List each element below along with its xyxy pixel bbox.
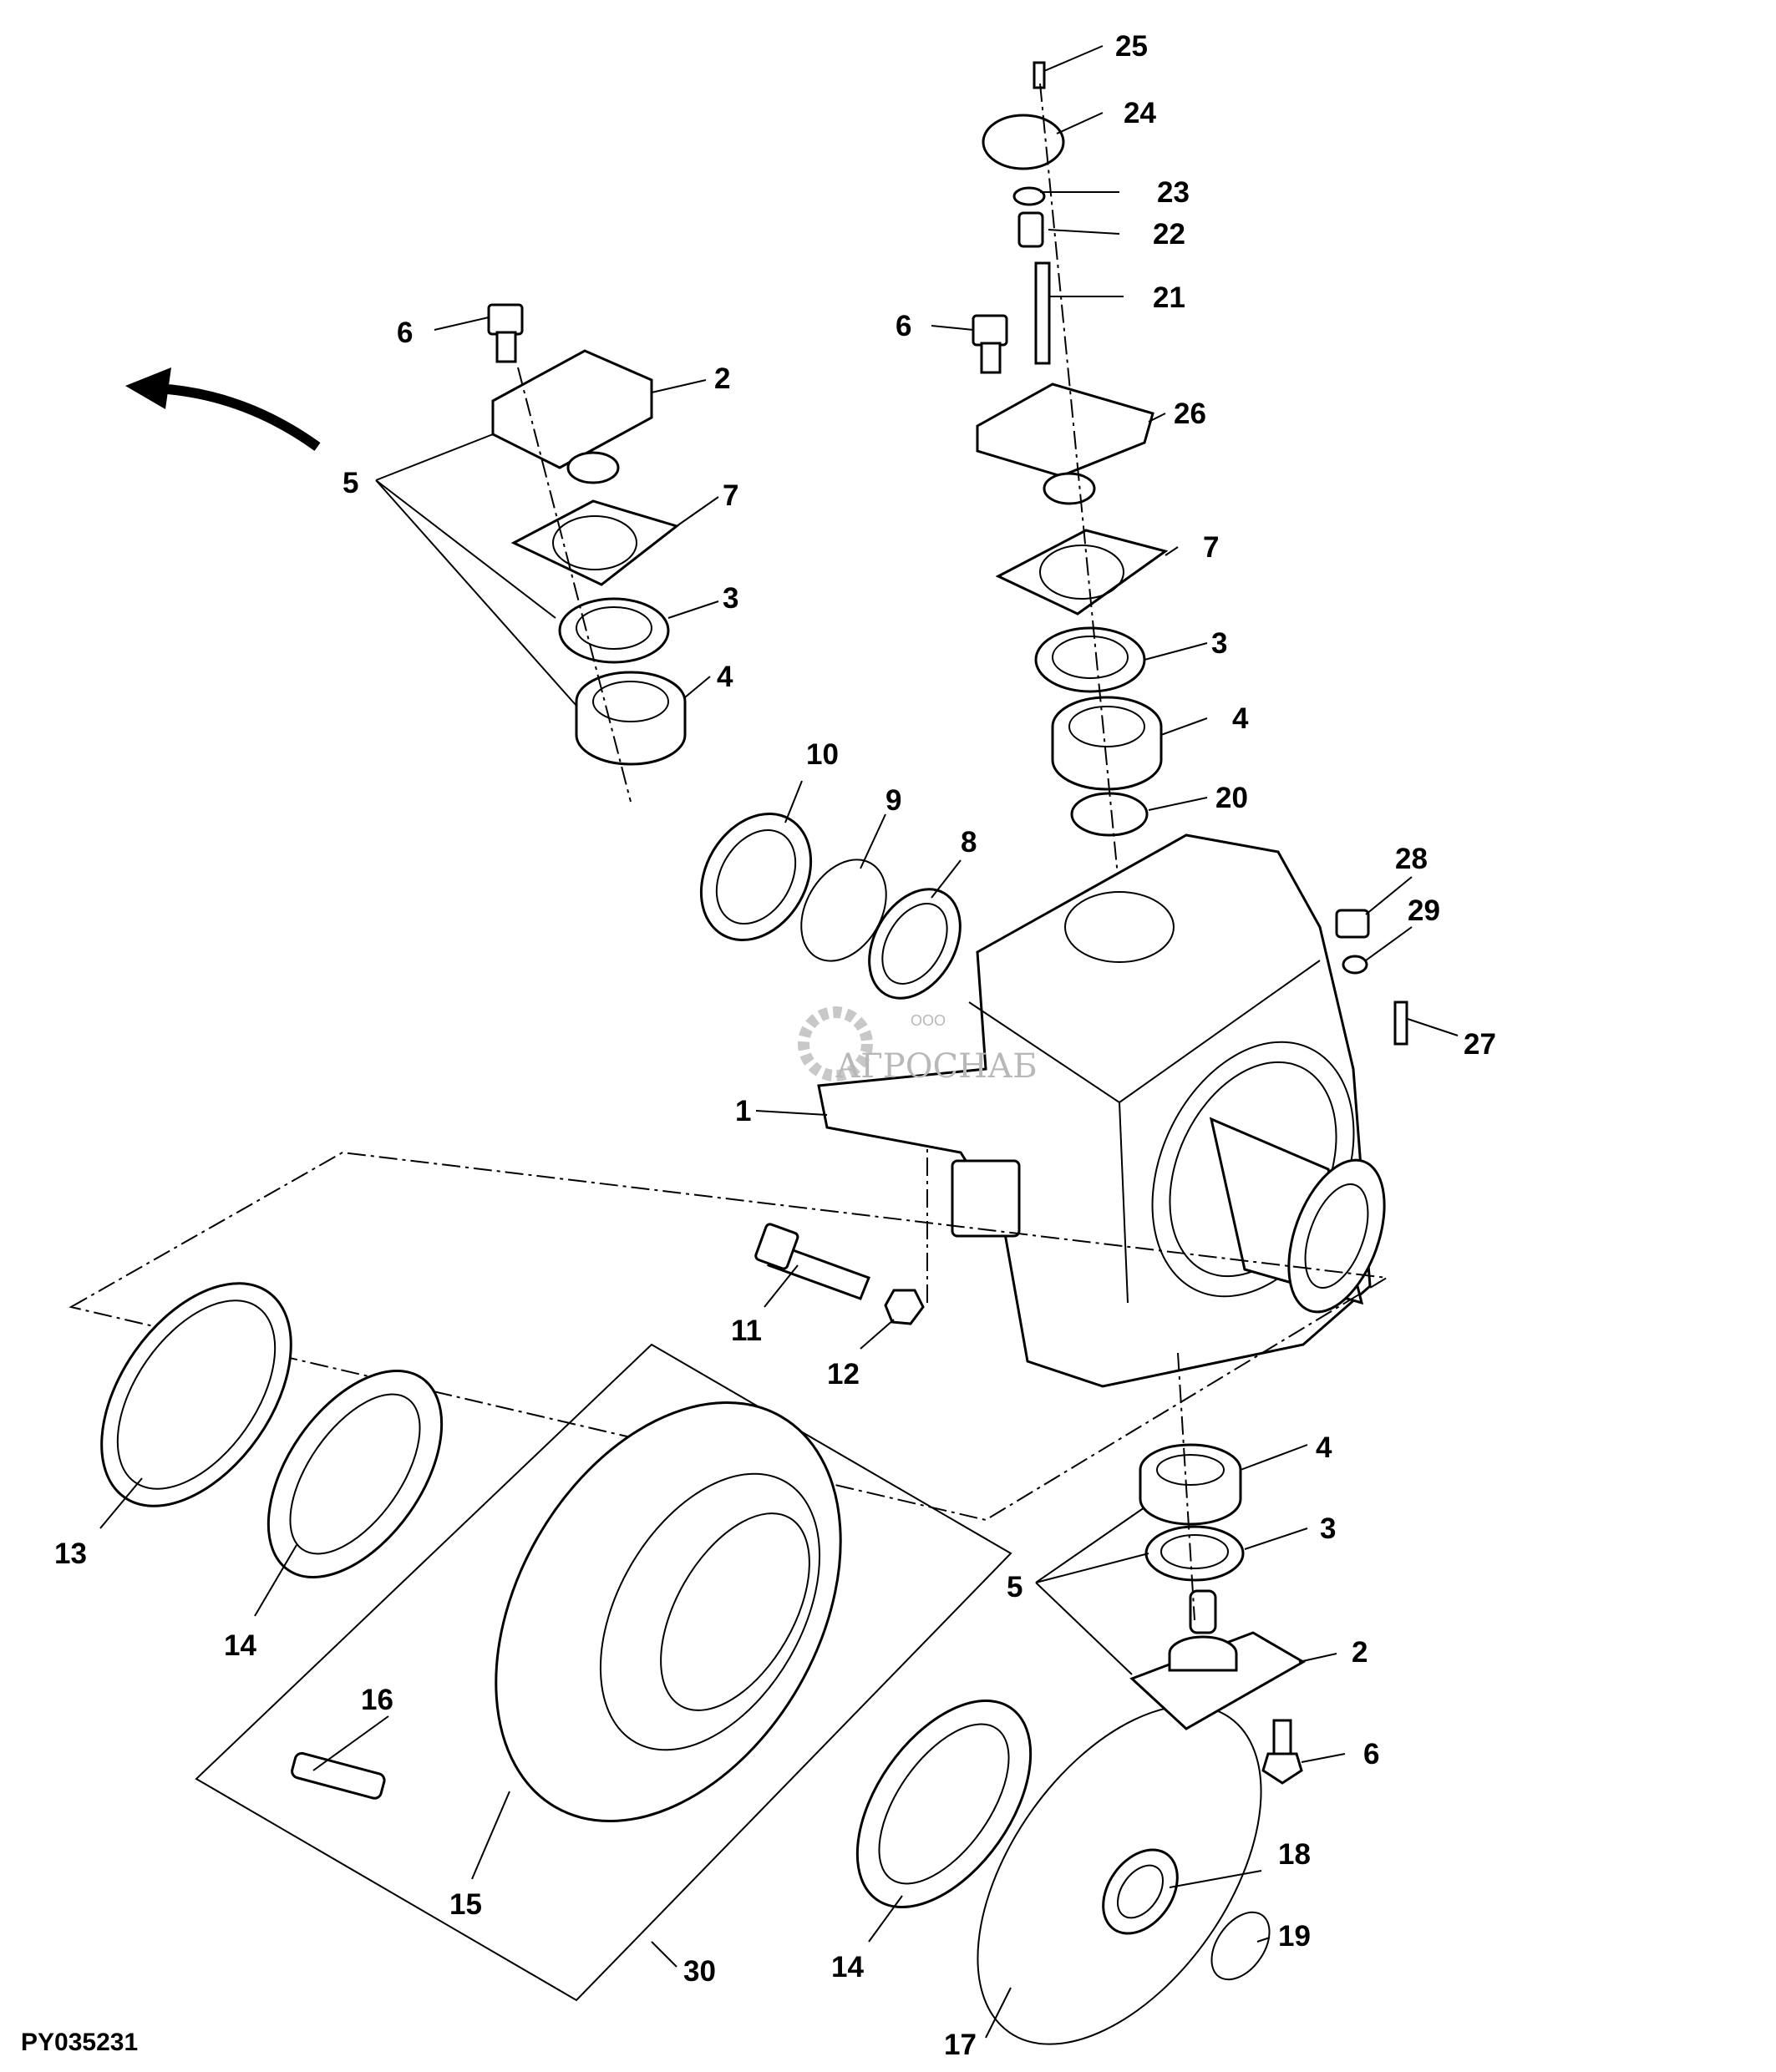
callout-5-lower: 5: [1007, 1571, 1022, 1603]
steering-knuckle-housing: [817, 833, 1386, 1388]
upper-right-pivot-stack: [972, 61, 1169, 936]
callout-21: 21: [1153, 281, 1185, 314]
lower-pivot-stack: [1129, 1352, 1306, 1785]
callout-14-left: 14: [224, 1629, 256, 1662]
callout-28: 28: [1395, 843, 1428, 875]
callout-11: 11: [731, 1315, 762, 1347]
figure-code: PY035231: [21, 2029, 138, 2056]
callout-29: 29: [1408, 894, 1440, 927]
callout-7-left: 7: [723, 479, 738, 512]
callout-24: 24: [1124, 97, 1156, 129]
callout-30: 30: [683, 1955, 716, 1988]
callout-25: 25: [1115, 30, 1148, 63]
callout-16: 16: [361, 1684, 393, 1716]
callout-4-right: 4: [1232, 702, 1249, 735]
callout-26: 26: [1174, 398, 1206, 430]
callout-20: 20: [1215, 782, 1248, 814]
watermark-name-text: АГРОСНАБ: [835, 1047, 1038, 1086]
callout-6-upper-right: 6: [896, 310, 911, 342]
direction-arrow-icon: [125, 367, 321, 451]
callout-10: 10: [806, 738, 839, 771]
watermark-logo: ООО АГРОСНАБ: [798, 1006, 1038, 1086]
callout-4-lower: 4: [1316, 1431, 1332, 1464]
callout-labels: 25 24 23 22 21 6 6 2 26 5 7 7 3 3 4 4 10…: [54, 30, 1496, 2061]
watermark-top-text: ООО: [911, 1012, 946, 1029]
callout-23: 23: [1157, 176, 1190, 209]
callout-4-left: 4: [717, 661, 733, 693]
wheel-hub: [291, 1401, 842, 1823]
callout-18: 18: [1278, 1838, 1311, 1871]
callout-12: 12: [827, 1358, 860, 1391]
callout-8: 8: [961, 826, 977, 859]
callout-3-lower: 3: [1320, 1512, 1336, 1545]
callout-6-lower: 6: [1363, 1738, 1379, 1771]
callout-6-upper-left: 6: [397, 317, 413, 349]
callout-17: 17: [944, 2029, 977, 2061]
callout-2-upper: 2: [714, 362, 730, 395]
callout-1: 1: [735, 1095, 751, 1127]
fittings-group: [1335, 909, 1408, 1046]
callout-14-right: 14: [831, 1951, 864, 1983]
leader-lines: [99, 45, 1459, 2039]
callout-27: 27: [1464, 1028, 1496, 1061]
outer-seal-and-bearing: [100, 1282, 444, 1579]
callout-22: 22: [1153, 218, 1185, 251]
callout-9: 9: [885, 784, 901, 817]
callout-5-upper: 5: [343, 467, 358, 499]
callout-13: 13: [54, 1538, 87, 1570]
callout-19: 19: [1278, 1920, 1311, 1953]
callout-7-right: 7: [1203, 531, 1219, 564]
bolt-and-nut: [754, 1144, 928, 1325]
inner-bearing-and-seals: [855, 1699, 1271, 2045]
seal-rings-group: [699, 813, 962, 1000]
callout-15: 15: [449, 1888, 482, 1921]
hub-assembly-frame: [69, 1151, 1390, 2002]
callout-3-left: 3: [723, 582, 738, 615]
callout-3-right: 3: [1211, 627, 1227, 660]
upper-left-pivot-stack: [487, 303, 687, 803]
callout-2-lower: 2: [1352, 1636, 1368, 1669]
